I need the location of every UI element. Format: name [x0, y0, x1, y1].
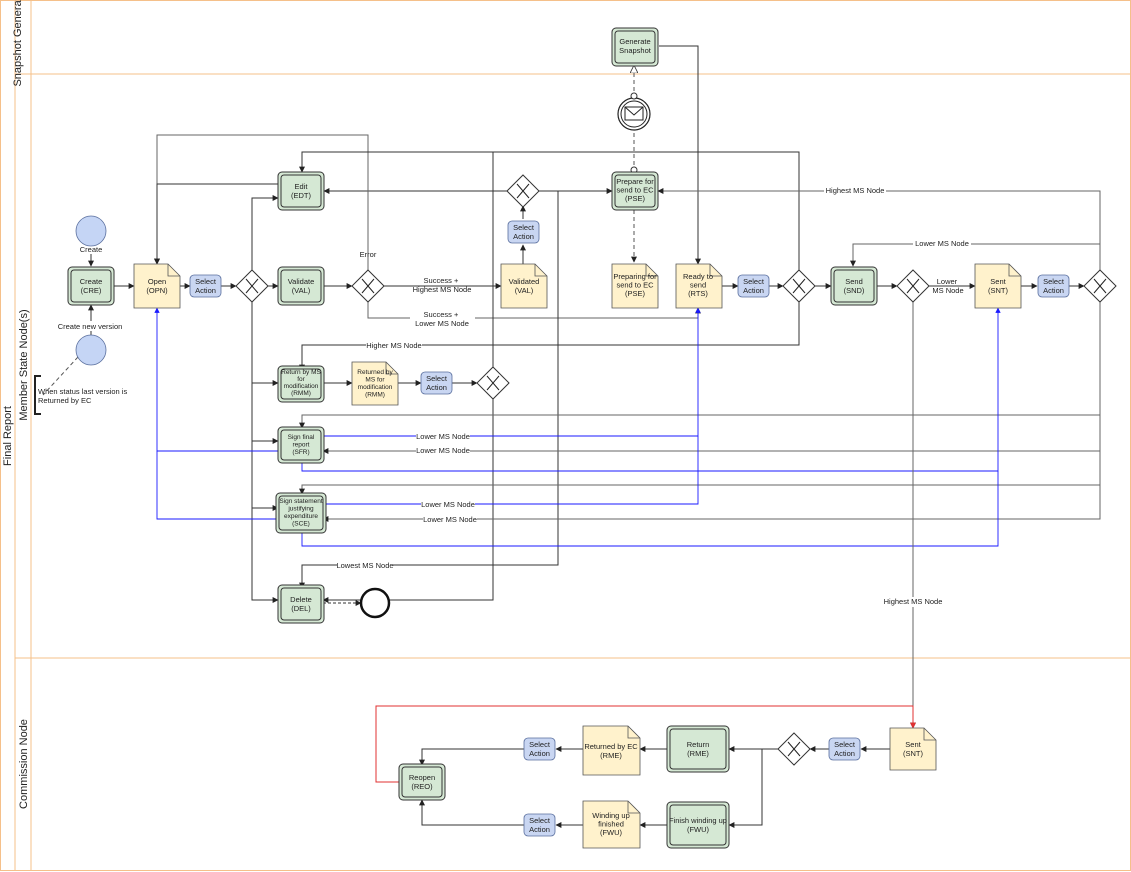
label-error: Error: [360, 250, 377, 259]
gateway-send[interactable]: [896, 269, 930, 303]
lane-snapshot-generator: Snapshot Generator: [12, 0, 24, 87]
svg-text:Sent(SNT): Sent(SNT): [988, 277, 1008, 295]
gateway-commission[interactable]: [777, 732, 811, 766]
label-lower-ms-sfr-2: Lower MS Node: [416, 446, 470, 455]
label-higher-ms: Higher MS Node: [366, 341, 421, 350]
state-validated: Validated(VAL): [500, 263, 548, 309]
task-edit[interactable]: Edit(EDT): [277, 171, 325, 211]
end-event: [359, 587, 391, 619]
svg-text:Open(OPN): Open(OPN): [146, 277, 168, 295]
start-event-create[interactable]: [75, 215, 107, 247]
label-lower-ms-sce-1: Lower MS Node: [421, 500, 475, 509]
label-create-new-version: Create new version: [58, 322, 123, 331]
label-success-highest: Success + Highest MS Node: [413, 276, 472, 294]
task-reopen[interactable]: Reopen(REO): [398, 763, 446, 801]
task-delete[interactable]: Delete(DEL): [277, 584, 325, 624]
gateway-open[interactable]: [235, 269, 269, 303]
svg-text:When status last version is: When status last version is Returned by …: [38, 387, 129, 405]
label-create: Create: [80, 245, 103, 254]
svg-text:Create(CRE): Create(CRE): [80, 277, 103, 295]
label-lower-ms-top: Lower MS Node: [915, 239, 969, 248]
state-sent-ms: Sent(SNT): [974, 263, 1022, 309]
task-return-ec[interactable]: Return(RME): [666, 725, 730, 773]
gateway-validate[interactable]: [351, 269, 385, 303]
svg-text:Edit(EDT): Edit(EDT): [291, 182, 311, 200]
state-sent-ec: Sent(SNT): [889, 727, 937, 771]
annotation-returned-by-ec: When status last version is Returned by …: [34, 375, 129, 415]
svg-text:Validate(VAL): Validate(VAL): [288, 277, 315, 295]
gateway-sent[interactable]: [1083, 269, 1117, 303]
label-success-lower: Success + Lower MS Node: [415, 310, 469, 328]
task-finish-winding[interactable]: Finish winding up(FWU): [666, 801, 730, 849]
label-lowest-ms: Lowest MS Node: [336, 561, 393, 570]
state-open: Open(OPN): [133, 263, 181, 309]
svg-text:Reopen(REO): Reopen(REO): [409, 773, 435, 791]
svg-text:Sent(SNT): Sent(SNT): [903, 740, 923, 758]
sequence-flows: [42, 45, 1101, 828]
task-send[interactable]: Send(SND): [830, 266, 878, 306]
edge-labels: Create Create new version Error Success …: [58, 186, 971, 607]
label-highest-ms-down: Highest MS Node: [884, 597, 943, 606]
lane-commission: Commission Node: [18, 719, 30, 809]
task-validate[interactable]: Validate(VAL): [277, 266, 325, 306]
gateways: [235, 174, 1117, 766]
gateway-validated[interactable]: [506, 174, 540, 208]
task-create[interactable]: Create(CRE): [67, 266, 115, 306]
svg-text:Send(SND): Send(SND): [844, 277, 865, 295]
label-highest-ms-top: Highest MS Node: [826, 186, 885, 195]
gateway-ready[interactable]: [782, 269, 816, 303]
state-returned-ec: Returned by EC(RME): [582, 725, 641, 776]
message-event: [617, 92, 651, 174]
label-lower-ms-sce-2: Lower MS Node: [423, 515, 477, 524]
lane-member-state: Member State Node(s): [18, 309, 30, 420]
envelope-icon: [624, 106, 644, 121]
svg-text:Delete(DEL): Delete(DEL): [290, 595, 312, 613]
svg-text:Finish winding up(FWU): Finish winding up(FWU): [669, 816, 727, 834]
svg-text:Validated(VAL): Validated(VAL): [509, 277, 540, 295]
gateway-rmm[interactable]: [476, 366, 510, 400]
label-lower-ms-send: Lower MS Node: [932, 277, 963, 295]
start-event-new-version[interactable]: [75, 334, 107, 366]
pool-title: Final Report: [2, 406, 14, 466]
label-lower-ms-sfr-1: Lower MS Node: [416, 432, 470, 441]
svg-text:Return(RME): Return(RME): [687, 740, 710, 758]
svg-text:Returned by EC(RME): Returned by EC(RME): [584, 742, 638, 760]
